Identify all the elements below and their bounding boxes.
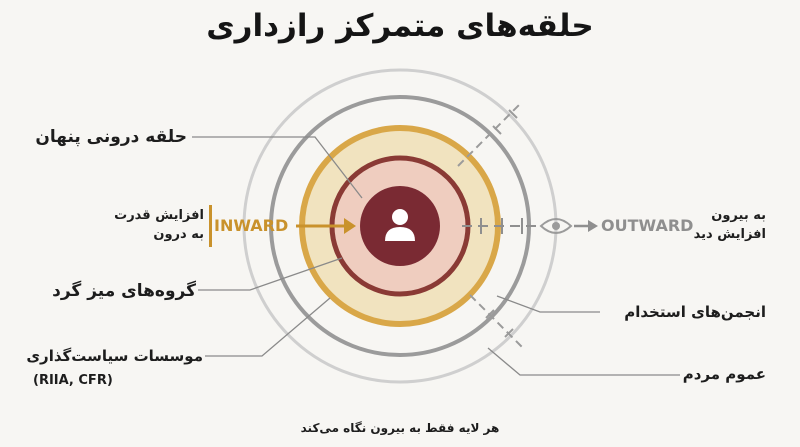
inward-arrow (209, 205, 356, 247)
label-institutes: موسسات سیاست‌گذاری (26, 347, 203, 365)
label-inner-circle: حلقه درونی پنهان (35, 127, 187, 147)
label-employment: انجمن‌های استخدام (624, 303, 766, 321)
person-icon (385, 209, 415, 241)
label-inward-desc-1: افزایش قدرت (114, 208, 204, 223)
label-inward-desc-2: به درون (153, 227, 204, 242)
page-title: حلقه‌های متمرکز رازداری (206, 8, 594, 44)
label-public: عموم مردم (682, 365, 766, 383)
leader-public (487, 347, 680, 376)
leader-roundtables (198, 257, 343, 291)
label-outward: OUTWARD (601, 216, 694, 235)
eye-icon (539, 218, 573, 234)
label-outward-desc-1: به بیرون (711, 208, 766, 223)
outward-arrow-icon (574, 220, 598, 232)
leader-inner-circle (192, 136, 363, 199)
label-inward: INWARD (214, 216, 289, 235)
label-institutes-abbr: (RIIA, CFR) (33, 373, 113, 388)
radial-dashed-line (457, 103, 521, 167)
label-roundtables: گروه‌های میز گرد (52, 281, 196, 301)
leader-institutes (205, 297, 331, 357)
outward-line (462, 218, 540, 234)
leader-employment (496, 295, 600, 313)
footer-caption: هر لایه فقط به بیرون نگاه می‌کند (300, 421, 500, 435)
core-circle (360, 186, 440, 266)
label-outward-desc-2: افزایش دید (693, 227, 766, 242)
radial-dashed-line-lower (469, 294, 523, 348)
